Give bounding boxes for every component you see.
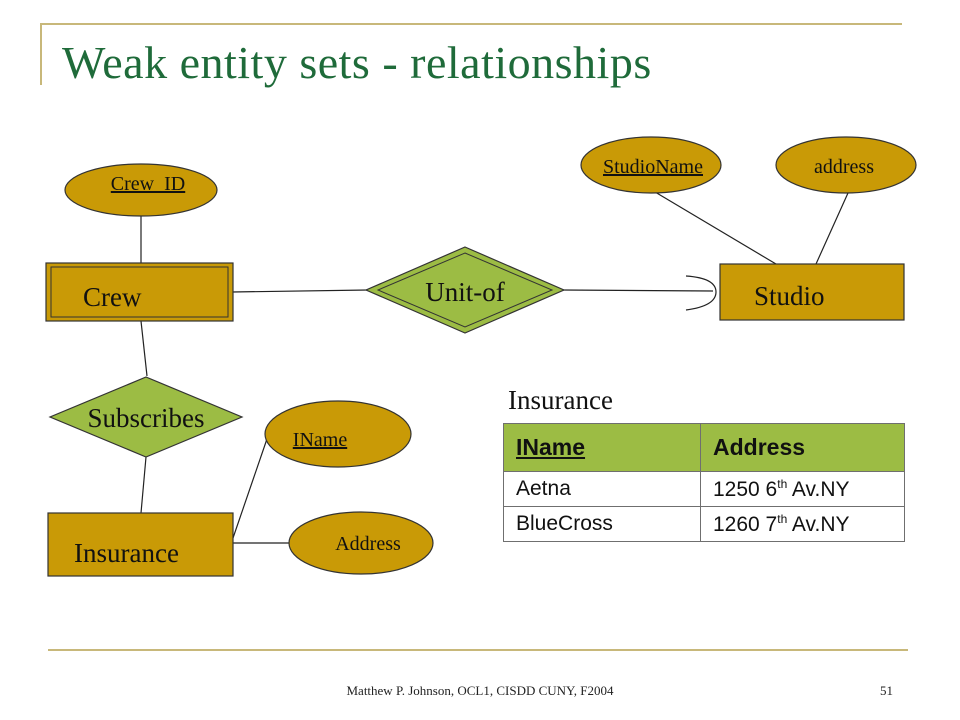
row-address-cell: 1250 6th Av.NY <box>700 471 905 507</box>
slide-footer: Matthew P. Johnson, OCL1, CISDD CUNY, F2… <box>346 683 614 698</box>
ins-address-label: Address <box>335 533 401 555</box>
crew-label: Crew <box>83 282 142 312</box>
insurance-entity: Insurance <box>47 512 234 577</box>
subscribes-insurance-link <box>140 456 147 514</box>
column-header-address: Address <box>700 423 905 472</box>
page-number: 51 <box>880 683 893 698</box>
address-ordinal: th <box>777 476 788 491</box>
address-rest: Av.NY <box>787 512 850 536</box>
address-ordinal: th <box>777 511 788 526</box>
crew-unitof-link <box>231 289 369 293</box>
insurance-iname-link <box>232 435 269 539</box>
subscribes-label: Subscribes <box>88 403 205 433</box>
table-caption: Insurance <box>508 385 613 415</box>
row-address-cell: 1260 7th Av.NY <box>700 506 905 542</box>
crew-subscribes-link <box>140 320 148 377</box>
slide-title: Weak entity sets - relationships <box>62 37 652 88</box>
top-rule <box>40 23 902 25</box>
studio-address-attribute: address <box>775 136 917 194</box>
studioname-link <box>649 188 777 265</box>
ins-address-attribute: Address <box>288 511 434 575</box>
unit-of-label: Unit-of <box>425 277 504 307</box>
studio-address-link <box>815 192 849 265</box>
table-row: BlueCross 1260 7th Av.NY <box>503 506 905 542</box>
iname-label: IName <box>293 429 348 451</box>
crew-entity: Crew <box>45 262 234 322</box>
table-header-row: IName Address <box>503 423 905 472</box>
table-row: Aetna 1250 6th Av.NY <box>503 471 905 507</box>
studio-round-arrow <box>685 275 717 311</box>
insurance-label: Insurance <box>74 538 179 568</box>
studio-address-label: address <box>814 156 874 178</box>
bottom-rule <box>48 649 908 651</box>
crew-id-label: Crew_ID <box>111 173 185 195</box>
left-rule <box>40 23 42 85</box>
studio-entity: Studio <box>719 263 905 321</box>
subscribes-relationship: Subscribes <box>48 376 244 458</box>
insurance-table: IName Address Aetna 1250 6th Av.NY BlueC… <box>503 423 905 542</box>
unitof-studio-link <box>561 289 714 292</box>
row-name-cell: Aetna <box>503 471 701 507</box>
address-number: 1250 6 <box>713 477 778 501</box>
studio-label: Studio <box>754 281 825 311</box>
address-rest: Av.NY <box>787 477 850 501</box>
iname-attribute: IName <box>264 400 412 468</box>
studioname-attribute: StudioName <box>580 136 722 194</box>
studioname-label: StudioName <box>603 156 703 178</box>
row-name-cell: BlueCross <box>503 506 701 542</box>
unit-of-relationship: Unit-of <box>364 246 566 334</box>
column-header-iname: IName <box>503 423 701 472</box>
crew-id-attribute: Crew_ID <box>64 163 218 217</box>
address-number: 1260 7 <box>713 512 778 536</box>
